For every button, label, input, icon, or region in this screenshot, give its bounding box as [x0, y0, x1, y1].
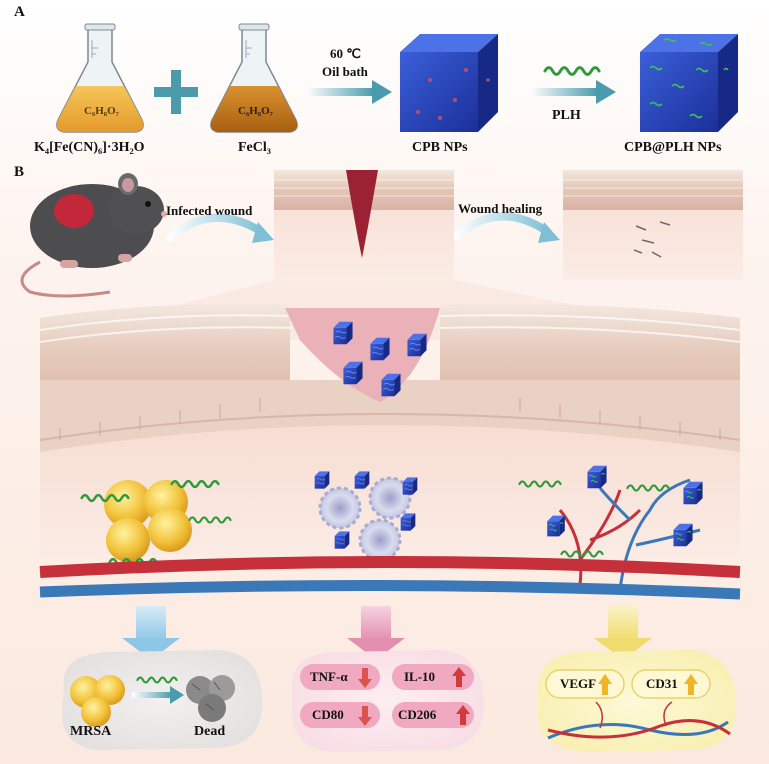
condition-temperature: 60 ℃ — [330, 46, 361, 61]
down-arrow-icon — [358, 706, 372, 726]
capillary-branches — [595, 701, 673, 729]
infection-arrow — [165, 213, 265, 243]
flask1-formula: C₆H₈O₇ — [84, 105, 119, 117]
marker-cd31-label: CD31 — [646, 676, 678, 691]
artery — [39, 556, 741, 578]
nanoparticle-in-wound — [370, 337, 390, 361]
condition-bath: Oil bath — [322, 64, 368, 79]
down-arrow-icon — [358, 668, 372, 688]
marker-cd206-label: CD206 — [398, 707, 437, 722]
up-arrow-icon — [452, 667, 466, 687]
antibacterial-panel — [62, 650, 263, 750]
cpb-plh-nanoparticle — [640, 34, 738, 132]
infection-arrow-head — [252, 222, 274, 243]
angiogenesis-panel — [537, 650, 737, 752]
marker-il10-label: IL-10 — [404, 669, 436, 684]
dead-bacteria-icon — [186, 675, 235, 722]
up-arrow-icon — [598, 674, 612, 695]
nanoparticle-in-wound — [407, 333, 427, 357]
reagent2-label: FeCl₃ — [238, 140, 271, 155]
skin-cross-section — [39, 280, 741, 560]
marker-cd80-label: CD80 — [312, 707, 344, 722]
reaction-arrow — [306, 80, 392, 104]
synthesis-panel — [56, 23, 738, 133]
marker-pill-cd80 — [300, 702, 380, 728]
marker-pill-cd206 — [392, 702, 474, 728]
nanoparticle-icon — [586, 465, 608, 489]
infected-wound-section — [274, 170, 454, 280]
cpb-nanoparticle — [400, 34, 498, 132]
healing-arrow-head — [538, 222, 560, 243]
wound-healing-label: Wound healing — [458, 201, 543, 216]
marker-pill-tnf — [300, 664, 380, 690]
nanoparticle-icon — [400, 512, 416, 532]
effect-arrow-antibacterial — [122, 606, 180, 660]
effect-arrow-antiinflammatory — [347, 606, 405, 660]
cpb-nps-label: CPB NPs — [412, 140, 468, 155]
panel-label-b: B — [14, 164, 25, 180]
mrsa-label: MRSA — [70, 724, 112, 739]
flask-citric-acid-2 — [210, 23, 298, 133]
panel-label-a: A — [14, 4, 25, 20]
nanoparticle-icon — [334, 530, 350, 550]
mrsa-icon — [70, 675, 125, 727]
healed-wound-section — [563, 170, 743, 280]
nanoparticle-icon — [672, 523, 694, 547]
up-arrow-icon — [456, 705, 470, 725]
cpb-plh-nps-label: CPB@PLH NPs — [624, 140, 722, 155]
nanoparticle-icon — [546, 515, 566, 537]
marker-vegf-label: VEGF — [560, 676, 597, 691]
dead-label: Dead — [194, 724, 226, 739]
kill-arrow — [132, 686, 184, 704]
modification-arrow — [530, 80, 616, 104]
nanoparticle-icon — [314, 471, 330, 489]
nanoparticle-in-wound — [343, 361, 363, 385]
nanoparticle-in-wound — [381, 373, 401, 397]
reagent1-label: K₄[Fe(CN)₆]·3H₂O — [34, 140, 145, 155]
mouse-illustration — [20, 173, 167, 298]
marker-pill-il10 — [392, 664, 474, 690]
flask-citric-acid-1 — [56, 23, 144, 133]
nanoparticle-icon — [682, 481, 704, 505]
up-arrow-icon — [684, 674, 698, 695]
vessel-icon-red — [547, 719, 731, 739]
healing-arrow — [451, 212, 551, 242]
flask2-formula: C₆H₈O₇ — [238, 105, 273, 117]
vein — [39, 579, 741, 600]
nanoparticle-icon — [402, 477, 418, 495]
plus-icon — [154, 70, 198, 114]
macrophage-cluster — [314, 471, 418, 562]
mrsa-cluster — [80, 479, 232, 567]
infected-wound-label: Infected wound — [166, 203, 253, 218]
nanoparticle-in-wound — [333, 321, 353, 345]
nanoparticle-icon — [354, 471, 370, 489]
effect-arrow-angiogenesis — [594, 606, 652, 660]
marker-tnf-label: TNF-α — [310, 669, 348, 684]
plh-label: PLH — [552, 108, 581, 123]
